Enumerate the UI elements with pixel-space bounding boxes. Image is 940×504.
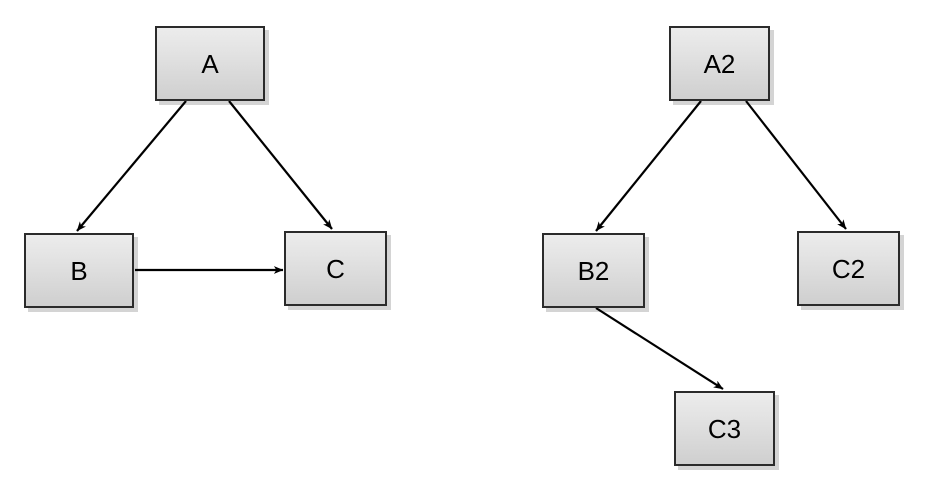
node-label-c: C xyxy=(326,253,345,284)
node-c2[interactable]: C2 xyxy=(797,231,900,306)
node-c[interactable]: C xyxy=(284,231,387,306)
edge-a-to-c[interactable] xyxy=(228,100,333,230)
node-label-a: A xyxy=(201,48,219,79)
node-label-b: B xyxy=(70,255,88,286)
node-a[interactable]: A xyxy=(155,26,265,101)
node-label-c2: C2 xyxy=(831,253,866,284)
node-b[interactable]: B xyxy=(24,233,134,308)
edge-a2-to-b2[interactable] xyxy=(595,100,702,232)
node-label-b2: B2 xyxy=(577,255,610,286)
edge-a2-to-c2[interactable] xyxy=(745,100,847,230)
node-a2[interactable]: A2 xyxy=(669,26,770,101)
node-label-a2: A2 xyxy=(703,48,736,79)
edges-group xyxy=(76,100,847,390)
node-c3[interactable]: C3 xyxy=(674,391,775,466)
edge-b2-to-c3[interactable] xyxy=(595,307,724,390)
edge-a-to-b[interactable] xyxy=(76,100,187,232)
node-label-c3: C3 xyxy=(707,413,742,444)
node-b2[interactable]: B2 xyxy=(542,233,645,308)
